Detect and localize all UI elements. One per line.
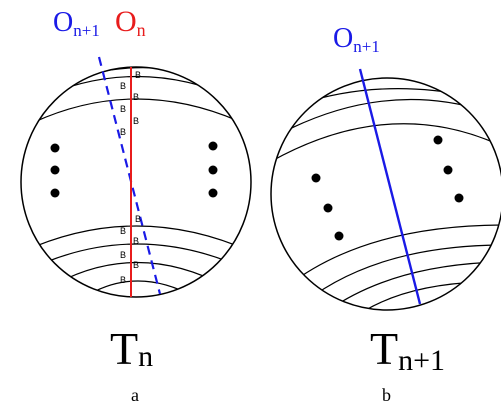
dot xyxy=(454,193,464,203)
circle-b xyxy=(270,77,501,311)
dot xyxy=(208,188,218,198)
b-marker: B xyxy=(120,275,126,285)
b-marker: B xyxy=(133,116,139,126)
label-o-n-plus-1-b: On+1 xyxy=(333,23,380,56)
b-marker: B xyxy=(133,260,139,270)
b-marker: B xyxy=(120,250,126,260)
dot xyxy=(208,141,218,151)
dot xyxy=(323,203,333,213)
tree-arcs-a xyxy=(21,67,251,297)
dot xyxy=(443,165,453,175)
dots-b xyxy=(311,135,464,241)
arc-top-1 xyxy=(271,98,501,143)
b-marker: B xyxy=(120,127,126,137)
label-o-n-a: On xyxy=(115,5,146,40)
b-marker: B xyxy=(133,92,139,102)
arc-top-3 xyxy=(29,98,246,125)
dot xyxy=(50,143,60,153)
dots-a xyxy=(50,141,218,198)
dot xyxy=(433,135,443,145)
caption-a: a xyxy=(131,385,139,405)
panel-a: On+1 On B B B B B B B B xyxy=(20,5,252,405)
caption-b: b xyxy=(382,385,391,405)
b-marker: B xyxy=(135,70,141,80)
tree-label-t-n-plus-1: Tn+1 xyxy=(370,323,445,377)
dot xyxy=(208,165,218,175)
arc-top-2 xyxy=(271,123,501,163)
b-marker: B xyxy=(120,226,126,236)
arc-bottom-1 xyxy=(21,225,251,253)
panel-b: On+1 Tn+1 b xyxy=(270,23,501,405)
b-marker: B xyxy=(120,81,126,91)
blue-line-b xyxy=(358,68,422,305)
b-marker: B xyxy=(135,214,141,224)
circle-a xyxy=(20,66,252,298)
label-o-n-plus-1-a: On+1 xyxy=(53,7,100,40)
dot xyxy=(311,173,321,183)
dot xyxy=(50,165,60,175)
b-marker: B xyxy=(133,236,139,246)
arc-bottom-3 xyxy=(317,261,501,310)
b-marker: B xyxy=(120,104,126,114)
b-markers-a: B B B B B B B B B B B B xyxy=(120,70,141,285)
dot xyxy=(50,188,60,198)
dot xyxy=(334,231,344,241)
arc-bottom-2 xyxy=(27,243,249,271)
tree-label-t-n: Tn xyxy=(110,323,153,374)
tree-arcs-b xyxy=(271,88,501,310)
blue-dashed-line-a xyxy=(97,56,162,295)
arc-bottom-1 xyxy=(279,224,501,293)
